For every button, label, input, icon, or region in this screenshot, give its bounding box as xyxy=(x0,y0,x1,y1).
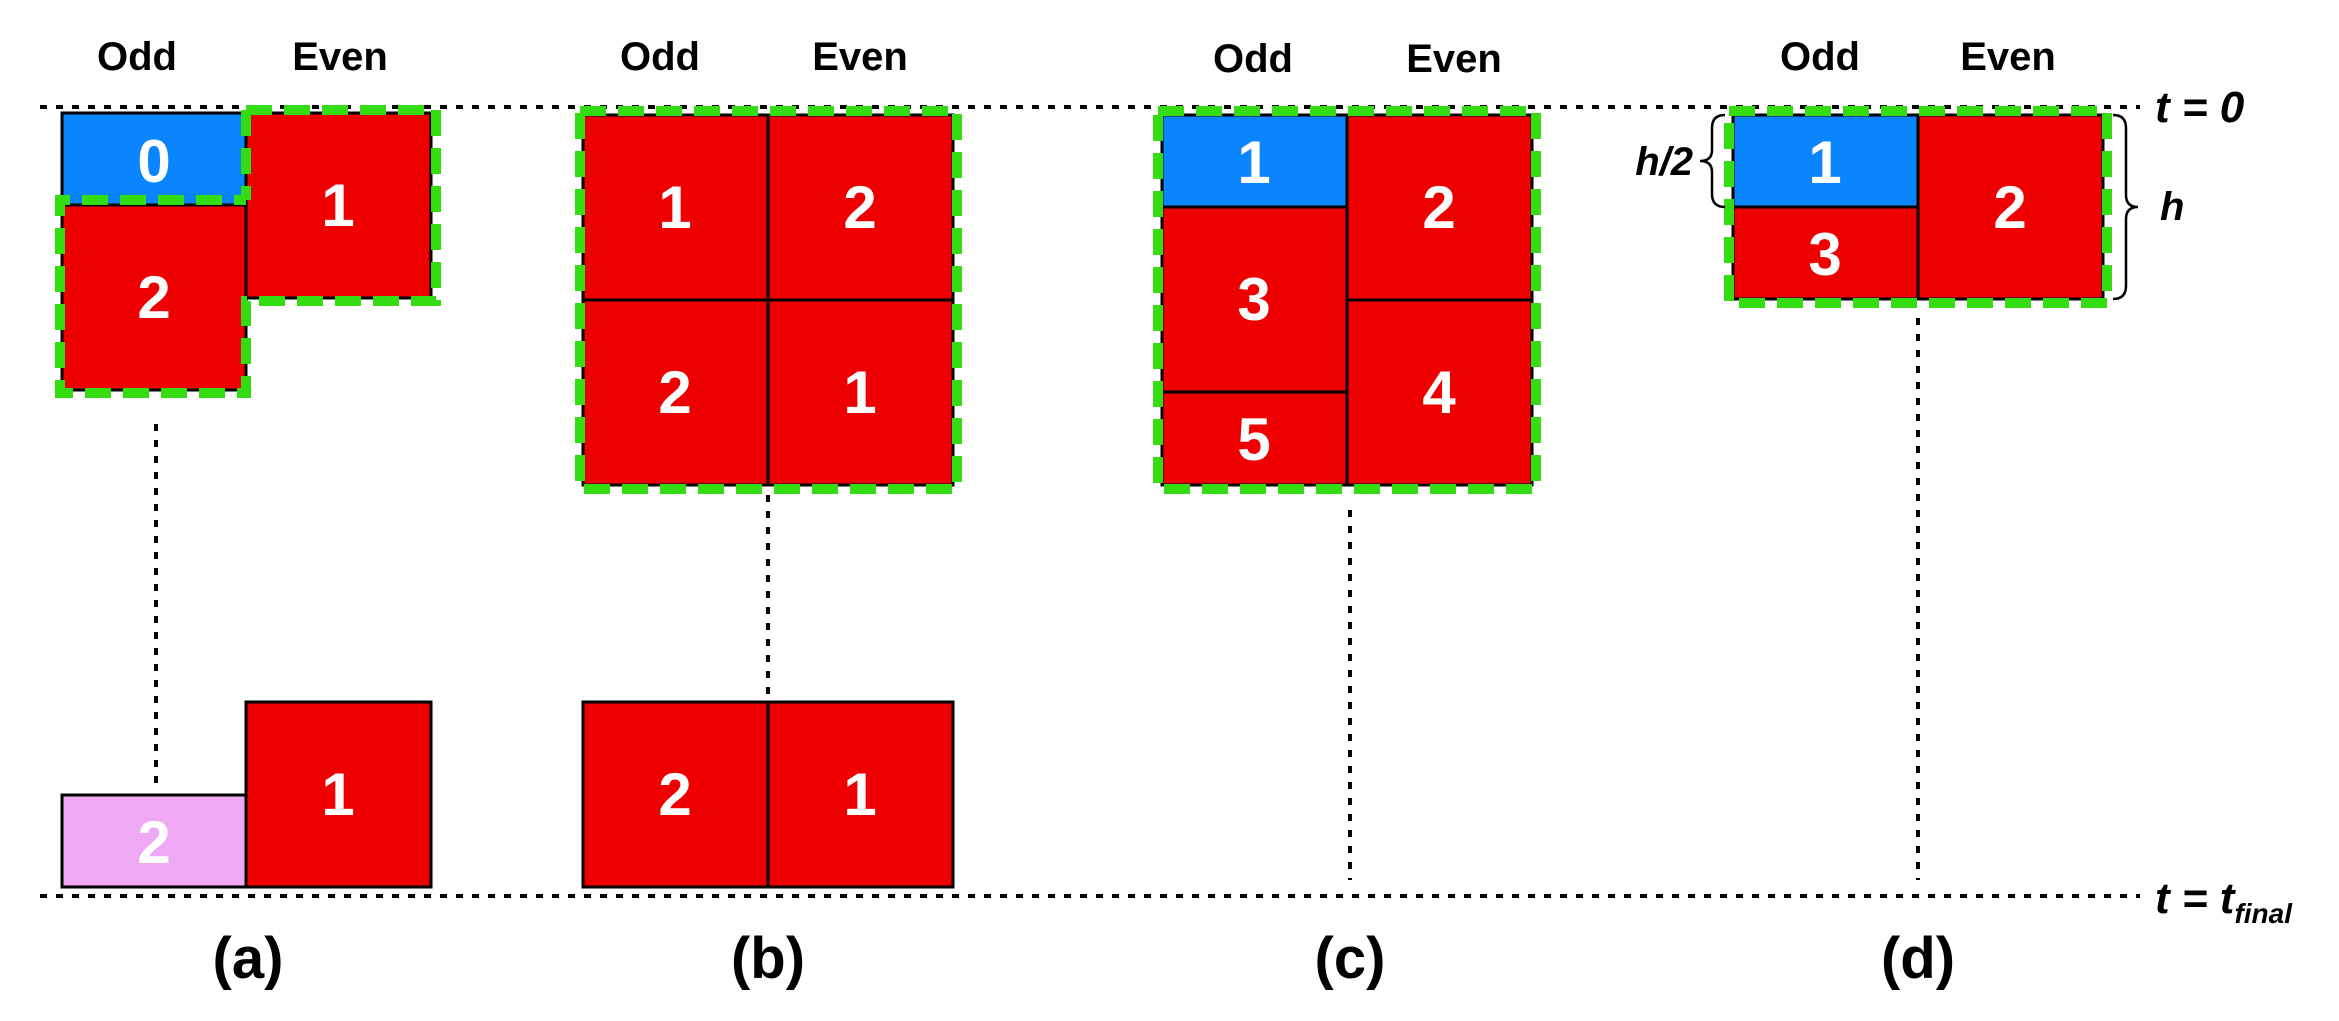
block-b-1a xyxy=(581,113,770,302)
header-odd-a: Odd xyxy=(97,35,177,79)
block-d-1-label: 1 xyxy=(1808,129,1841,196)
panel-label-c: (c) xyxy=(1315,926,1386,991)
block-c-2-label: 2 xyxy=(1422,174,1455,241)
block-a-bottom-1-label: 1 xyxy=(321,761,354,828)
block-b-1b-label: 1 xyxy=(843,359,876,426)
block-b-bottom-2-label: 2 xyxy=(658,761,691,828)
block-b-2b-label: 2 xyxy=(658,359,691,426)
block-b-2a xyxy=(766,113,955,302)
header-odd-b: Odd xyxy=(620,35,700,79)
block-a-1 xyxy=(244,111,433,300)
block-a-bottom-1 xyxy=(244,700,433,889)
block-c-3 xyxy=(1160,205,1349,394)
panel-d: 1 3 2 h/2 h (d) xyxy=(1635,106,2184,991)
dim-label-half: h/2 xyxy=(1635,140,1693,184)
block-c-3-label: 3 xyxy=(1237,266,1270,333)
header-even-d: Even xyxy=(1960,35,2056,79)
header-odd-c: Odd xyxy=(1213,37,1293,81)
time-end-prefix: t = t xyxy=(2155,874,2237,923)
block-d-2 xyxy=(1916,113,2105,301)
brace-full-height-icon xyxy=(2112,113,2139,301)
block-c-4-label: 4 xyxy=(1422,359,1456,426)
block-a-2-label: 2 xyxy=(137,264,170,331)
block-d-3 xyxy=(1731,205,1920,301)
panel-label-b: (b) xyxy=(731,926,805,991)
time-end-label: t = tfinal xyxy=(2155,874,2293,929)
block-b-bottom-1-label: 1 xyxy=(843,761,876,828)
green-boundary-d xyxy=(1724,106,2112,308)
block-d-3-label: 3 xyxy=(1808,221,1841,288)
header-even-c: Even xyxy=(1406,37,1502,81)
panel-label-a: (a) xyxy=(213,926,284,991)
panel-c: 1 2 3 4 5 (c) xyxy=(1153,106,1541,991)
block-a-0 xyxy=(60,111,248,207)
panel-label-d: (d) xyxy=(1881,926,1955,991)
header-even-b: Even xyxy=(812,35,908,79)
panel-a: 0 1 2 2 1 (a) xyxy=(55,105,441,991)
block-a-0-label: 0 xyxy=(137,128,170,195)
block-d-2-label: 2 xyxy=(1993,174,2026,241)
block-a-bottom-2-label: 2 xyxy=(137,809,170,876)
time-end-subscript: final xyxy=(2234,898,2293,929)
block-c-1 xyxy=(1160,113,1349,209)
block-c-1-label: 1 xyxy=(1237,129,1270,196)
block-b-bottom-1 xyxy=(766,700,955,889)
time-start-label: t = 0 xyxy=(2155,83,2245,132)
brace-half-height-icon xyxy=(1699,113,1726,209)
block-c-5-label: 5 xyxy=(1237,406,1270,473)
green-boundary-a-1 xyxy=(55,105,441,398)
block-c-2 xyxy=(1345,113,1534,302)
header-even-a: Even xyxy=(292,35,388,79)
block-b-1a-label: 1 xyxy=(658,174,691,241)
header-odd-d: Odd xyxy=(1780,35,1860,79)
block-a-2 xyxy=(60,203,248,392)
block-a-1-label: 1 xyxy=(321,172,354,239)
panel-b: 1 2 2 1 2 1 (b) xyxy=(575,106,962,991)
block-b-2a-label: 2 xyxy=(843,174,876,241)
dim-label-full: h xyxy=(2160,185,2184,229)
block-a-bottom-2 xyxy=(60,793,248,889)
